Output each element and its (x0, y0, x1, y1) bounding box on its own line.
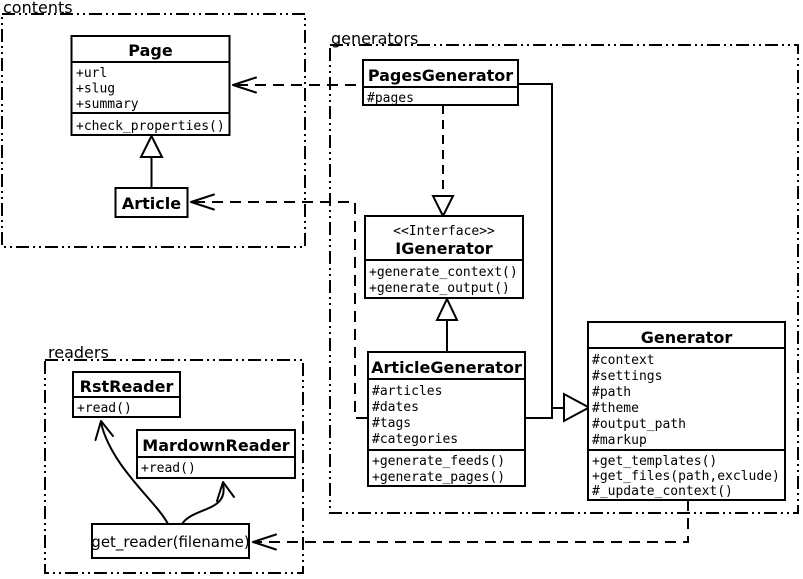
class-pagesgenerator: PagesGenerator #pages (362, 59, 519, 106)
package-contents-border (1, 13, 306, 248)
inheritance-pagesgenerator-to-generator (518, 83, 564, 409)
class-generator-title: Generator (641, 328, 733, 347)
attribute: #categories (372, 432, 458, 447)
attribute: #markup (592, 433, 647, 448)
attribute: #pages (367, 91, 414, 106)
class-rstreader: RstReader +read() (72, 371, 181, 418)
hollow-triangle-icon (139, 133, 164, 158)
class-page: Page +url +slug +summary +check_properti… (70, 35, 231, 136)
class-mardownreader: MardownReader +read() (136, 429, 296, 479)
class-page-box (70, 35, 231, 136)
dependency-generator-to-getreader (252, 500, 689, 551)
arrow-getreader-to-rstreader (94, 420, 169, 525)
package-generators: generators (329, 29, 799, 514)
method: +get_files(path,exclude) (592, 469, 780, 484)
package-generators-label: generators (331, 29, 418, 48)
method: +read() (141, 461, 196, 476)
class-generator-box (587, 321, 786, 501)
node-getreader: get_reader(filename) (91, 523, 250, 559)
attribute: #context (592, 353, 655, 368)
class-igenerator: <<Interface>> IGenerator +generate_conte… (364, 215, 524, 299)
method: +get_templates() (592, 454, 717, 469)
inheritance-line (525, 408, 553, 419)
open-arrowhead-icon (94, 420, 114, 441)
package-readers-border (44, 359, 304, 574)
realization-pagesgenerator-to-igenerator (431, 105, 455, 219)
method: +generate_output() (369, 281, 510, 296)
attribute: #settings (592, 369, 662, 384)
node-getreader-box (91, 523, 250, 559)
class-generator: Generator #context #settings #path #them… (587, 321, 786, 501)
class-rstreader-box (72, 371, 181, 418)
package-generators-border (329, 44, 799, 514)
attribute: #articles (372, 384, 442, 399)
dependency-line (256, 500, 689, 543)
class-igenerator-box (364, 215, 524, 299)
package-contents: contents (1, 0, 306, 248)
class-rstreader-title: RstReader (80, 377, 174, 396)
attribute: +slug (76, 82, 115, 97)
dependency-line (194, 201, 368, 419)
class-article-title: Article (122, 194, 181, 213)
method: +generate_feeds() (372, 454, 505, 469)
attribute: +summary (76, 97, 139, 112)
method: +read() (77, 401, 132, 416)
class-mardownreader-title: MardownReader (142, 436, 290, 455)
class-article-box (114, 187, 189, 218)
dependency-articlegenerator-to-article (190, 193, 368, 419)
class-article: Article (114, 187, 189, 218)
attribute: #dates (372, 400, 419, 415)
class-pagesgenerator-title: PagesGenerator (368, 66, 513, 85)
attribute: #output_path (592, 417, 686, 432)
dependency-pagesgenerator-to-page (232, 76, 363, 94)
arrow-getreader-to-mardownreader (181, 481, 235, 525)
class-articlegenerator: ArticleGenerator #articles #dates #tags … (367, 351, 526, 487)
class-page-title: Page (128, 41, 173, 60)
node-getreader-label: get_reader(filename) (91, 533, 249, 552)
hollow-triangle-icon (435, 296, 459, 321)
open-arrowhead-icon (232, 76, 257, 94)
class-pagesgenerator-box (362, 59, 519, 106)
attribute: #theme (592, 401, 639, 416)
open-arrowhead-icon (190, 193, 215, 211)
package-contents-label: contents (3, 0, 73, 17)
class-igenerator-title: IGenerator (395, 239, 493, 258)
inheritance-article-to-page (139, 133, 164, 188)
hollow-triangle-icon (563, 392, 592, 423)
hollow-triangle-icon (431, 195, 455, 219)
method: +check_properties() (76, 119, 225, 134)
class-articlegenerator-title: ArticleGenerator (371, 358, 522, 377)
attribute: #tags (372, 416, 411, 431)
method: #_update_context() (592, 484, 733, 499)
class-articlegenerator-box (367, 351, 526, 487)
inheritance-line (518, 83, 564, 409)
attribute: +url (76, 66, 107, 81)
inheritance-articlegenerator-to-generator (525, 392, 592, 423)
method: +generate_context() (369, 265, 518, 280)
inheritance-articlegenerator-to-igenerator (435, 296, 459, 352)
class-mardownreader-box (136, 429, 296, 479)
attribute: #path (592, 385, 631, 400)
stereotype-label: <<Interface>> (393, 224, 495, 239)
package-readers-label: readers (48, 343, 109, 362)
open-arrowhead-icon (216, 481, 235, 502)
open-arrowhead-icon (252, 533, 277, 551)
method: +generate_pages() (372, 470, 505, 485)
curved-line (181, 483, 225, 525)
package-readers: readers (44, 343, 304, 574)
curved-line (100, 422, 169, 525)
